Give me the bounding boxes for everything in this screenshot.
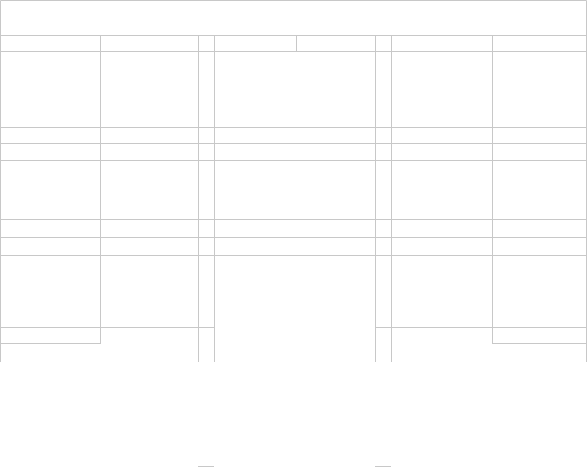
header-band [0,0,587,36]
row-group-2 [0,144,587,220]
row-group-3 [0,238,587,328]
row-group-1 [0,36,587,128]
